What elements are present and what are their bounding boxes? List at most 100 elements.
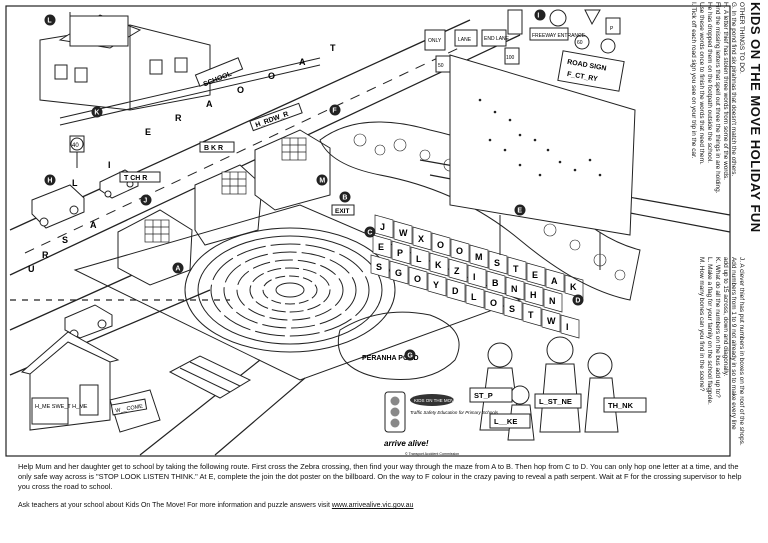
road-letter: S: [62, 235, 68, 245]
grid-letter: H: [530, 290, 537, 300]
grid-letter: M: [475, 252, 483, 262]
grid-cell: [412, 226, 432, 251]
grid-letter: S: [376, 262, 382, 272]
door-sign: W__COME: [115, 404, 144, 415]
marker-label: E: [517, 208, 522, 215]
maze: [184, 227, 396, 353]
grid-cell: [469, 244, 489, 269]
shop-sign-board: [249, 102, 303, 132]
child-signs: ST_P L_ST_NE TH_NK L__KE: [469, 387, 647, 429]
side-line: G. In the pond find six pirahnas that do…: [730, 2, 737, 177]
side-line: I. Tick off each road sign you see on yo…: [690, 2, 697, 159]
side-title-column: KIDS ON THE MOVE HOLIDAY FUN: [743, 0, 765, 460]
marker-circle: [514, 204, 526, 216]
grid-letter: W: [399, 228, 408, 238]
road-sign-labels: ONLY LANE END LANE FREEWAY ENTRANCE 100 …: [428, 26, 614, 69]
grid-letter: E: [532, 270, 538, 280]
side-line: He has dropped them on the footpath outs…: [706, 2, 713, 163]
footer-instructions: Help Mum and her daughter get to school …: [18, 462, 748, 511]
road-letter: R: [175, 113, 182, 123]
shop-sign: B K R: [204, 145, 223, 152]
door-sign-board: [110, 398, 148, 416]
road-signs: [424, 9, 621, 73]
marker-circle: [404, 349, 416, 361]
road-letter: A: [90, 220, 97, 230]
marker-circle: [339, 191, 351, 203]
grid-letter: J: [380, 222, 385, 232]
school-building: [39, 12, 211, 111]
grid-cell: [522, 302, 542, 327]
car-bottom: [64, 304, 113, 339]
road-sign-board: [557, 50, 625, 92]
road-letter: E: [145, 127, 151, 137]
ask-teachers-line: Ask teachers at your school about Kids O…: [18, 501, 748, 511]
road-letter: O: [237, 85, 244, 95]
piranha-pond: [337, 311, 460, 381]
sign-board: [534, 393, 582, 409]
grid-letter: P: [397, 248, 403, 258]
grid-cell: [374, 214, 394, 239]
grid-letter: Z: [454, 266, 460, 276]
road-letter: A: [206, 99, 213, 109]
sign-label: 50: [438, 63, 444, 69]
grid-cell: [429, 252, 449, 277]
exit-sign: EXIT: [335, 208, 349, 215]
grid-letter: O: [490, 298, 497, 308]
marker-label: J: [143, 198, 147, 205]
grid-letter: L: [471, 292, 477, 302]
side-title: KIDS ON THE MOVE HOLIDAY FUN: [748, 2, 763, 233]
crazy-paving-path: [319, 121, 641, 301]
grid-letter: O: [456, 246, 463, 256]
marker-circle: [91, 106, 103, 118]
marker-label: M: [319, 178, 325, 185]
speed-sign-value: 40: [72, 143, 79, 149]
grid-letter: S: [494, 258, 500, 268]
grid-cell: [410, 246, 430, 271]
speed-sign: 40: [69, 135, 85, 168]
sign-board: [469, 387, 513, 403]
logo-text: KIDS ON THE MOVE: [414, 398, 457, 403]
side-line-right: J. A clever thief has put numbers in box…: [738, 257, 745, 446]
road-letter: R: [42, 250, 49, 260]
grid-letter: E: [378, 242, 384, 252]
shop-row: [117, 129, 331, 286]
grid-letter: O: [437, 240, 444, 250]
grid-cell: [427, 272, 447, 297]
grid-cell: [450, 238, 470, 263]
marker-circle: [572, 294, 584, 306]
grid-cell: [446, 278, 466, 303]
logo-subtitle: Traffic Safety Education for Primary Sch…: [410, 410, 499, 415]
side-line-col: M. How many bones can you find in the sc…: [693, 255, 705, 460]
marker-label: C: [367, 230, 372, 237]
website-link[interactable]: www.arrivealive.vic.gov.au: [331, 502, 414, 509]
exit-sign-board: [331, 204, 355, 216]
grid-cell: [545, 268, 565, 293]
grid-letter: I: [566, 322, 569, 332]
road-letter: I: [108, 160, 111, 170]
zebra-crossing: [168, 355, 252, 399]
child-sign: L__KE: [494, 417, 517, 426]
shop-sign: T CH R: [124, 175, 147, 182]
sign-label: ONLY: [428, 38, 442, 44]
school-sign-board: [194, 57, 244, 87]
grid-cell: [526, 262, 546, 287]
grid-letter: K: [570, 282, 577, 292]
grid-cell: [484, 290, 504, 315]
grid-letter: D: [452, 286, 459, 296]
grid-cell: [465, 284, 485, 309]
marker-label: F: [332, 108, 337, 115]
grid-letter: N: [511, 284, 518, 294]
grid-cell: [486, 270, 506, 295]
illustration-scene: SCHOOL 40 E R A O O A T: [5, 5, 731, 457]
dot-to-dot: [478, 98, 602, 177]
marker-circle: [44, 14, 56, 26]
instructions-text: Help Mum and her daughter get to school …: [18, 462, 742, 491]
side-line-right: L. Make a flag for your family on the sc…: [706, 257, 713, 405]
kids-on-the-move-logo: KIDS ON THE MOVE Traffic Safety Educatio…: [384, 391, 499, 456]
grid-cell: [372, 234, 392, 259]
grid-cell: [524, 282, 544, 307]
plaza: [73, 204, 522, 381]
side-line-right: Add numbers from 1 to 9 not already in s…: [730, 257, 737, 430]
